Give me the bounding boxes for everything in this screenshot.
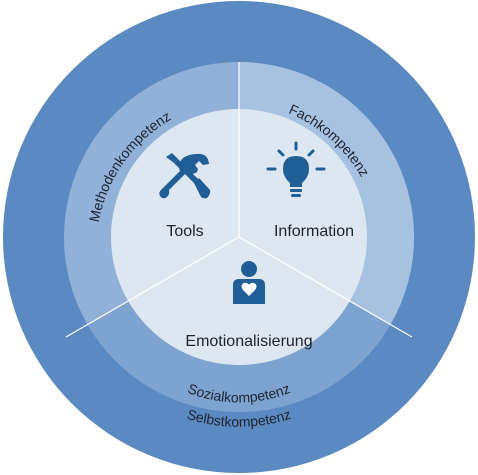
label-information: Information [274,223,354,240]
person-heart-icon [233,261,265,304]
label-emotionalisierung: Emotionalisierung [185,333,312,350]
divider-left [65,236,240,338]
lightbulb-icon [266,141,326,197]
label-selbstkompetenz: Selbstkompetenz [185,406,293,430]
label-tools: Tools [166,223,203,240]
sector-dividers [65,62,413,338]
tools-icon [159,153,211,199]
divider-right [238,236,413,338]
label-selbstkompetenz-text: Selbstkompetenz [185,406,293,430]
